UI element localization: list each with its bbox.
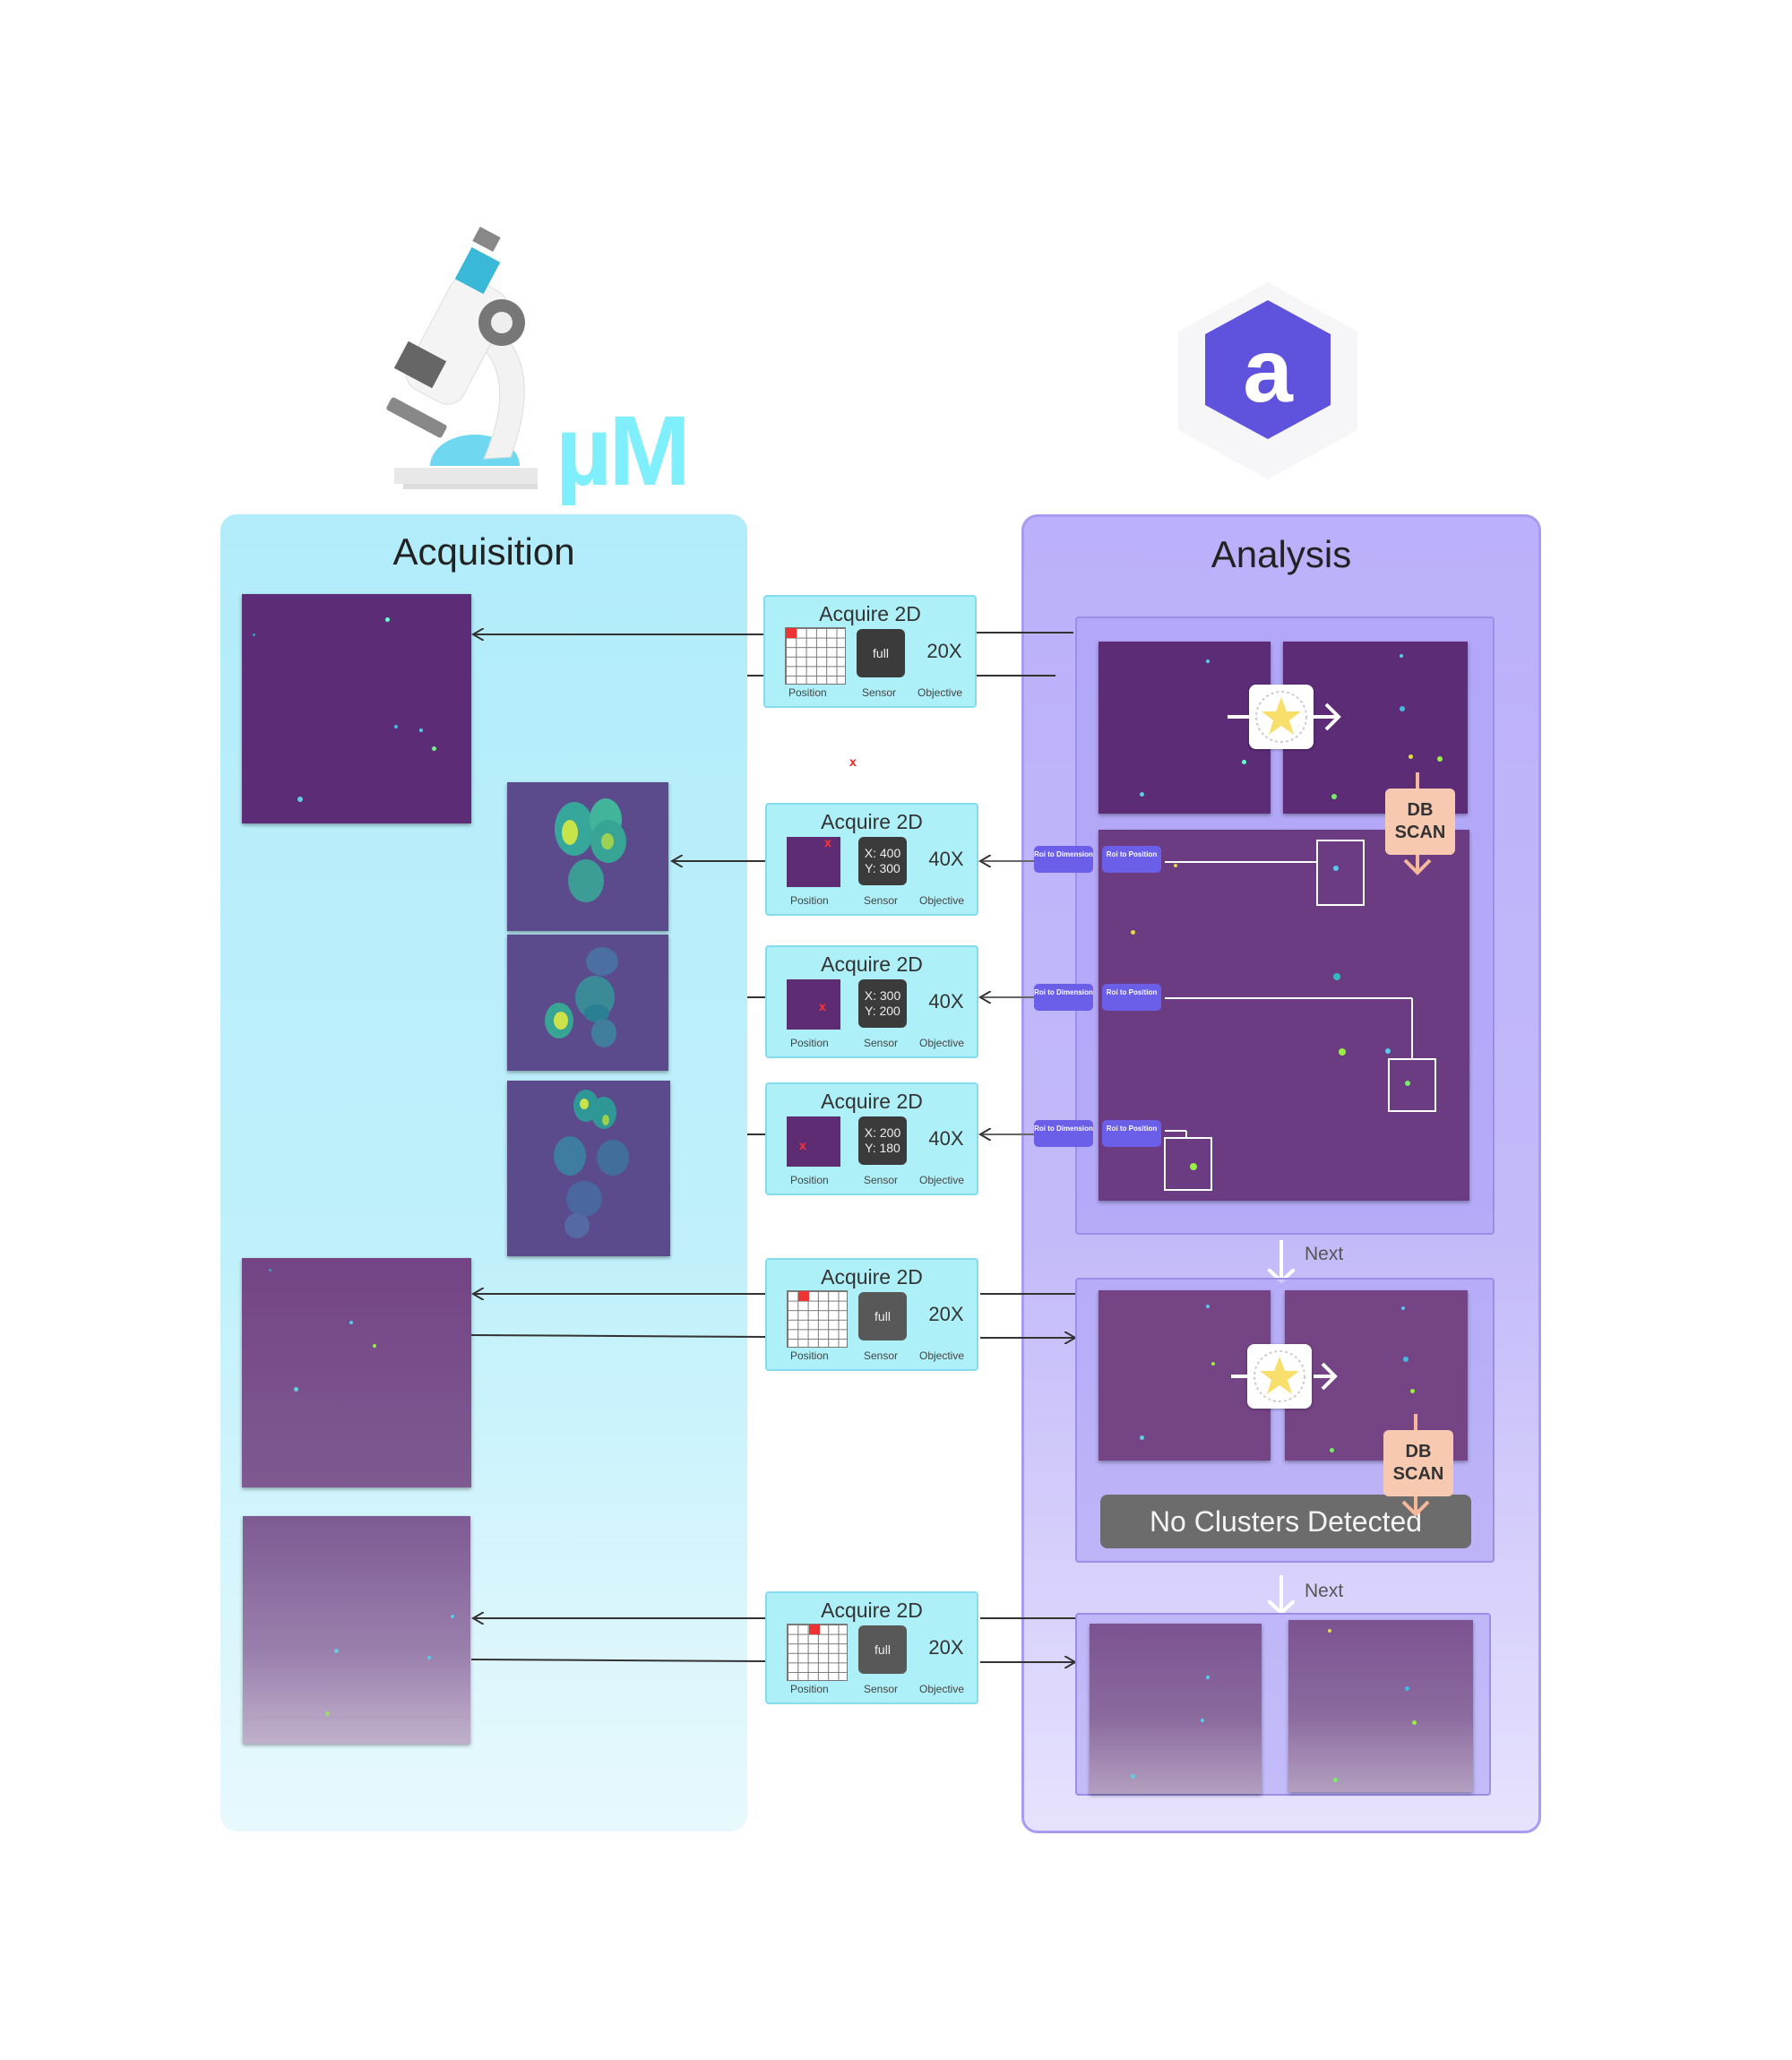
- objective-label: Objective: [919, 1349, 965, 1362]
- position-label: Position: [790, 1683, 829, 1695]
- objective-value: 20X: [928, 1636, 964, 1659]
- dbscan-arrow-icon-2: [1401, 1414, 1430, 1517]
- next-label-1: Next: [1305, 1244, 1344, 1264]
- micromanager-label: µM: [556, 396, 691, 506]
- acquire-card-1[interactable]: Acquire 2D full 20X Position Sensor Obje…: [763, 595, 977, 708]
- sensor-box: full: [858, 1292, 907, 1340]
- objective-label: Objective: [919, 1683, 965, 1695]
- analysis-image-3a: [1090, 1624, 1262, 1794]
- position-grid: [785, 627, 846, 685]
- sensor-label: Sensor: [864, 1349, 899, 1362]
- position-label: Position: [790, 1037, 829, 1049]
- position-label: Position: [790, 894, 829, 907]
- analysis-title: Analysis: [1210, 533, 1352, 575]
- roi-to-position-button-3[interactable]: Roi to Position: [1102, 1120, 1161, 1147]
- svg-text:a: a: [1243, 321, 1294, 421]
- position-square: x: [787, 835, 840, 887]
- next-label-2: Next: [1305, 1581, 1344, 1601]
- dbscan-arrow-icon: [1403, 772, 1432, 875]
- stardist-icon: [1249, 685, 1314, 749]
- position-grid: [787, 1624, 848, 1681]
- position-grid: [787, 1290, 848, 1348]
- acquire-card-3[interactable]: Acquire 2D x X: 300 Y: 200 40X Position …: [765, 945, 978, 1058]
- sensor-box: X: 300 Y: 200: [858, 979, 907, 1028]
- roi-to-dimension-button-3[interactable]: Roi to Dimension: [1034, 1120, 1093, 1147]
- acquisition-title: Acquisition: [392, 530, 575, 573]
- card-title: Acquire 2D: [821, 810, 923, 833]
- stardist-arrow-icon-2: [1231, 1362, 1338, 1391]
- objective-value: 40X: [928, 990, 964, 1013]
- card-title: Acquire 2D: [821, 1090, 923, 1113]
- position-label: Position: [788, 686, 827, 699]
- sensor-box: full: [858, 1625, 907, 1674]
- acquire-card-5[interactable]: Acquire 2D full 20X Position Sensor Obje…: [765, 1258, 978, 1371]
- zoom-image-3: [507, 1081, 670, 1256]
- sensor-label: Sensor: [864, 894, 899, 907]
- overview-image-1: [242, 594, 471, 823]
- position-square: x: [787, 1116, 840, 1167]
- sensor-box: full: [857, 629, 905, 677]
- card-title: Acquire 2D: [821, 952, 923, 976]
- overview-image-3: [243, 1516, 470, 1744]
- objective-label: Objective: [919, 1037, 965, 1049]
- objective-label: Objective: [919, 894, 965, 907]
- acquire-card-4[interactable]: Acquire 2D x X: 200 Y: 180 40X Position …: [765, 1082, 978, 1195]
- roi-to-position-button-2[interactable]: Roi to Position: [1102, 984, 1161, 1011]
- position-square: x: [787, 979, 840, 1030]
- sensor-label: Sensor: [864, 1683, 899, 1695]
- objective-value: 20X: [926, 640, 962, 662]
- stray-red-marker: x: [849, 754, 857, 769]
- acquire-card-2[interactable]: Acquire 2D x X: 400 Y: 300 40X Position …: [765, 803, 978, 916]
- microscope-logo: [376, 224, 556, 493]
- sensor-label: Sensor: [864, 1037, 899, 1049]
- card-title: Acquire 2D: [821, 1265, 923, 1289]
- acquire-card-6[interactable]: Acquire 2D full 20X Position Sensor Obje…: [765, 1591, 978, 1704]
- sensor-box: X: 400 Y: 300: [858, 837, 907, 885]
- stardist-arrow-icon: [1228, 702, 1341, 731]
- sensor-box: X: 200 Y: 180: [858, 1116, 907, 1165]
- dbscan-badge-1: DB SCAN: [1385, 789, 1455, 855]
- no-clusters-banner: No Clusters Detected: [1100, 1495, 1471, 1548]
- objective-value: 40X: [928, 1127, 964, 1150]
- stardist-icon-2: [1247, 1344, 1312, 1409]
- roi-overlay: [1164, 840, 1436, 1191]
- position-label: Position: [790, 1349, 829, 1362]
- overview-image-2: [242, 1258, 471, 1487]
- roi-to-dimension-button-2[interactable]: Roi to Dimension: [1034, 984, 1093, 1011]
- analysis-logo: a: [1165, 278, 1371, 484]
- zoom-image-2: [507, 935, 668, 1071]
- sensor-label: Sensor: [864, 1174, 899, 1186]
- dbscan-badge-2: DB SCAN: [1383, 1430, 1453, 1496]
- card-title: Acquire 2D: [819, 602, 921, 625]
- objective-label: Objective: [918, 686, 963, 699]
- position-label: Position: [790, 1174, 829, 1186]
- zoom-image-1: [507, 782, 668, 931]
- objective-value: 20X: [928, 1303, 964, 1325]
- objective-value: 40X: [928, 848, 964, 870]
- analysis-image-3b: [1288, 1620, 1473, 1792]
- objective-label: Objective: [919, 1174, 965, 1186]
- roi-to-position-button-1[interactable]: Roi to Position: [1102, 846, 1161, 873]
- card-title: Acquire 2D: [821, 1599, 923, 1622]
- roi-to-dimension-button-1[interactable]: Roi to Dimension: [1034, 846, 1093, 873]
- sensor-label: Sensor: [862, 686, 897, 699]
- analysis-image-1a: [1098, 642, 1271, 814]
- analysis-image-1b: [1283, 642, 1468, 814]
